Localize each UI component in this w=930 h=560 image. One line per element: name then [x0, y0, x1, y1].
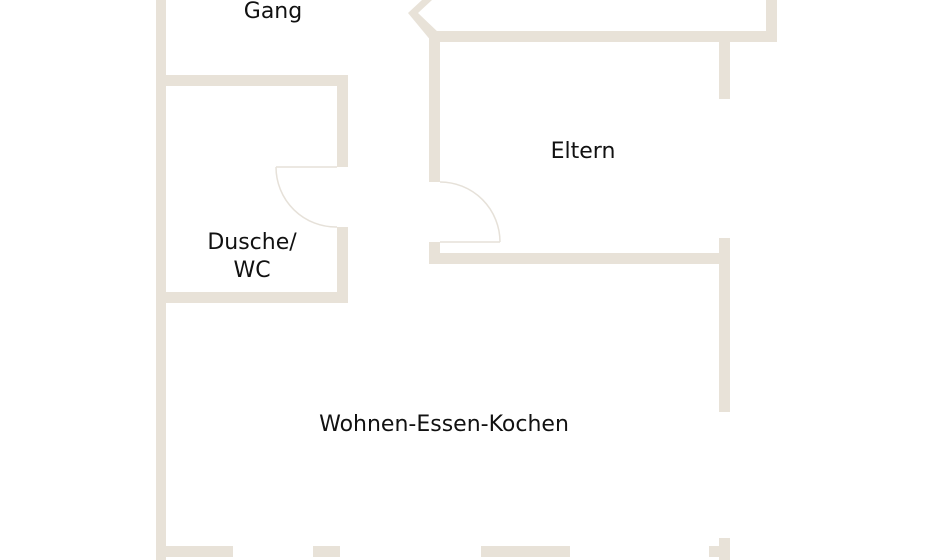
door-swings: [275, 166, 501, 243]
wall-eltern-top: [432, 31, 777, 42]
door-arc-eltern: [439, 181, 501, 243]
wall-bottom-left: [156, 546, 233, 557]
wall-left-exterior: [156, 0, 166, 560]
wall-bath-right-lower: [337, 227, 348, 301]
room-label-eltern: Eltern: [550, 139, 616, 164]
wall-bottom-right-post: [719, 538, 730, 560]
wall-eltern-bottom: [429, 253, 729, 264]
wall-eltern-right-upper: [719, 36, 730, 99]
door-arc-bathroom: [275, 166, 338, 228]
wall-right-middle: [719, 238, 730, 412]
room-label-gang: Gang: [243, 0, 303, 24]
wall-eltern-left-upper: [429, 34, 440, 182]
walls: [156, 0, 777, 560]
room-label-dusche-line1: Dusche/: [207, 230, 297, 255]
wall-bottom-stub-1: [313, 546, 340, 557]
wall-bottom-middle: [481, 546, 570, 557]
wall-bath-bottom: [156, 292, 348, 303]
room-label-dusche-wc: Dusche/ WC: [207, 229, 296, 285]
wall-top-right: [766, 0, 777, 42]
wall-bath-right-upper: [337, 75, 348, 167]
wall-diagonal-entry: [408, 0, 440, 42]
room-label-wohnen-essen-kochen: Wohnen-Essen-Kochen: [319, 412, 569, 437]
wall-bath-top: [156, 75, 348, 86]
room-label-dusche-line2: WC: [233, 258, 271, 283]
